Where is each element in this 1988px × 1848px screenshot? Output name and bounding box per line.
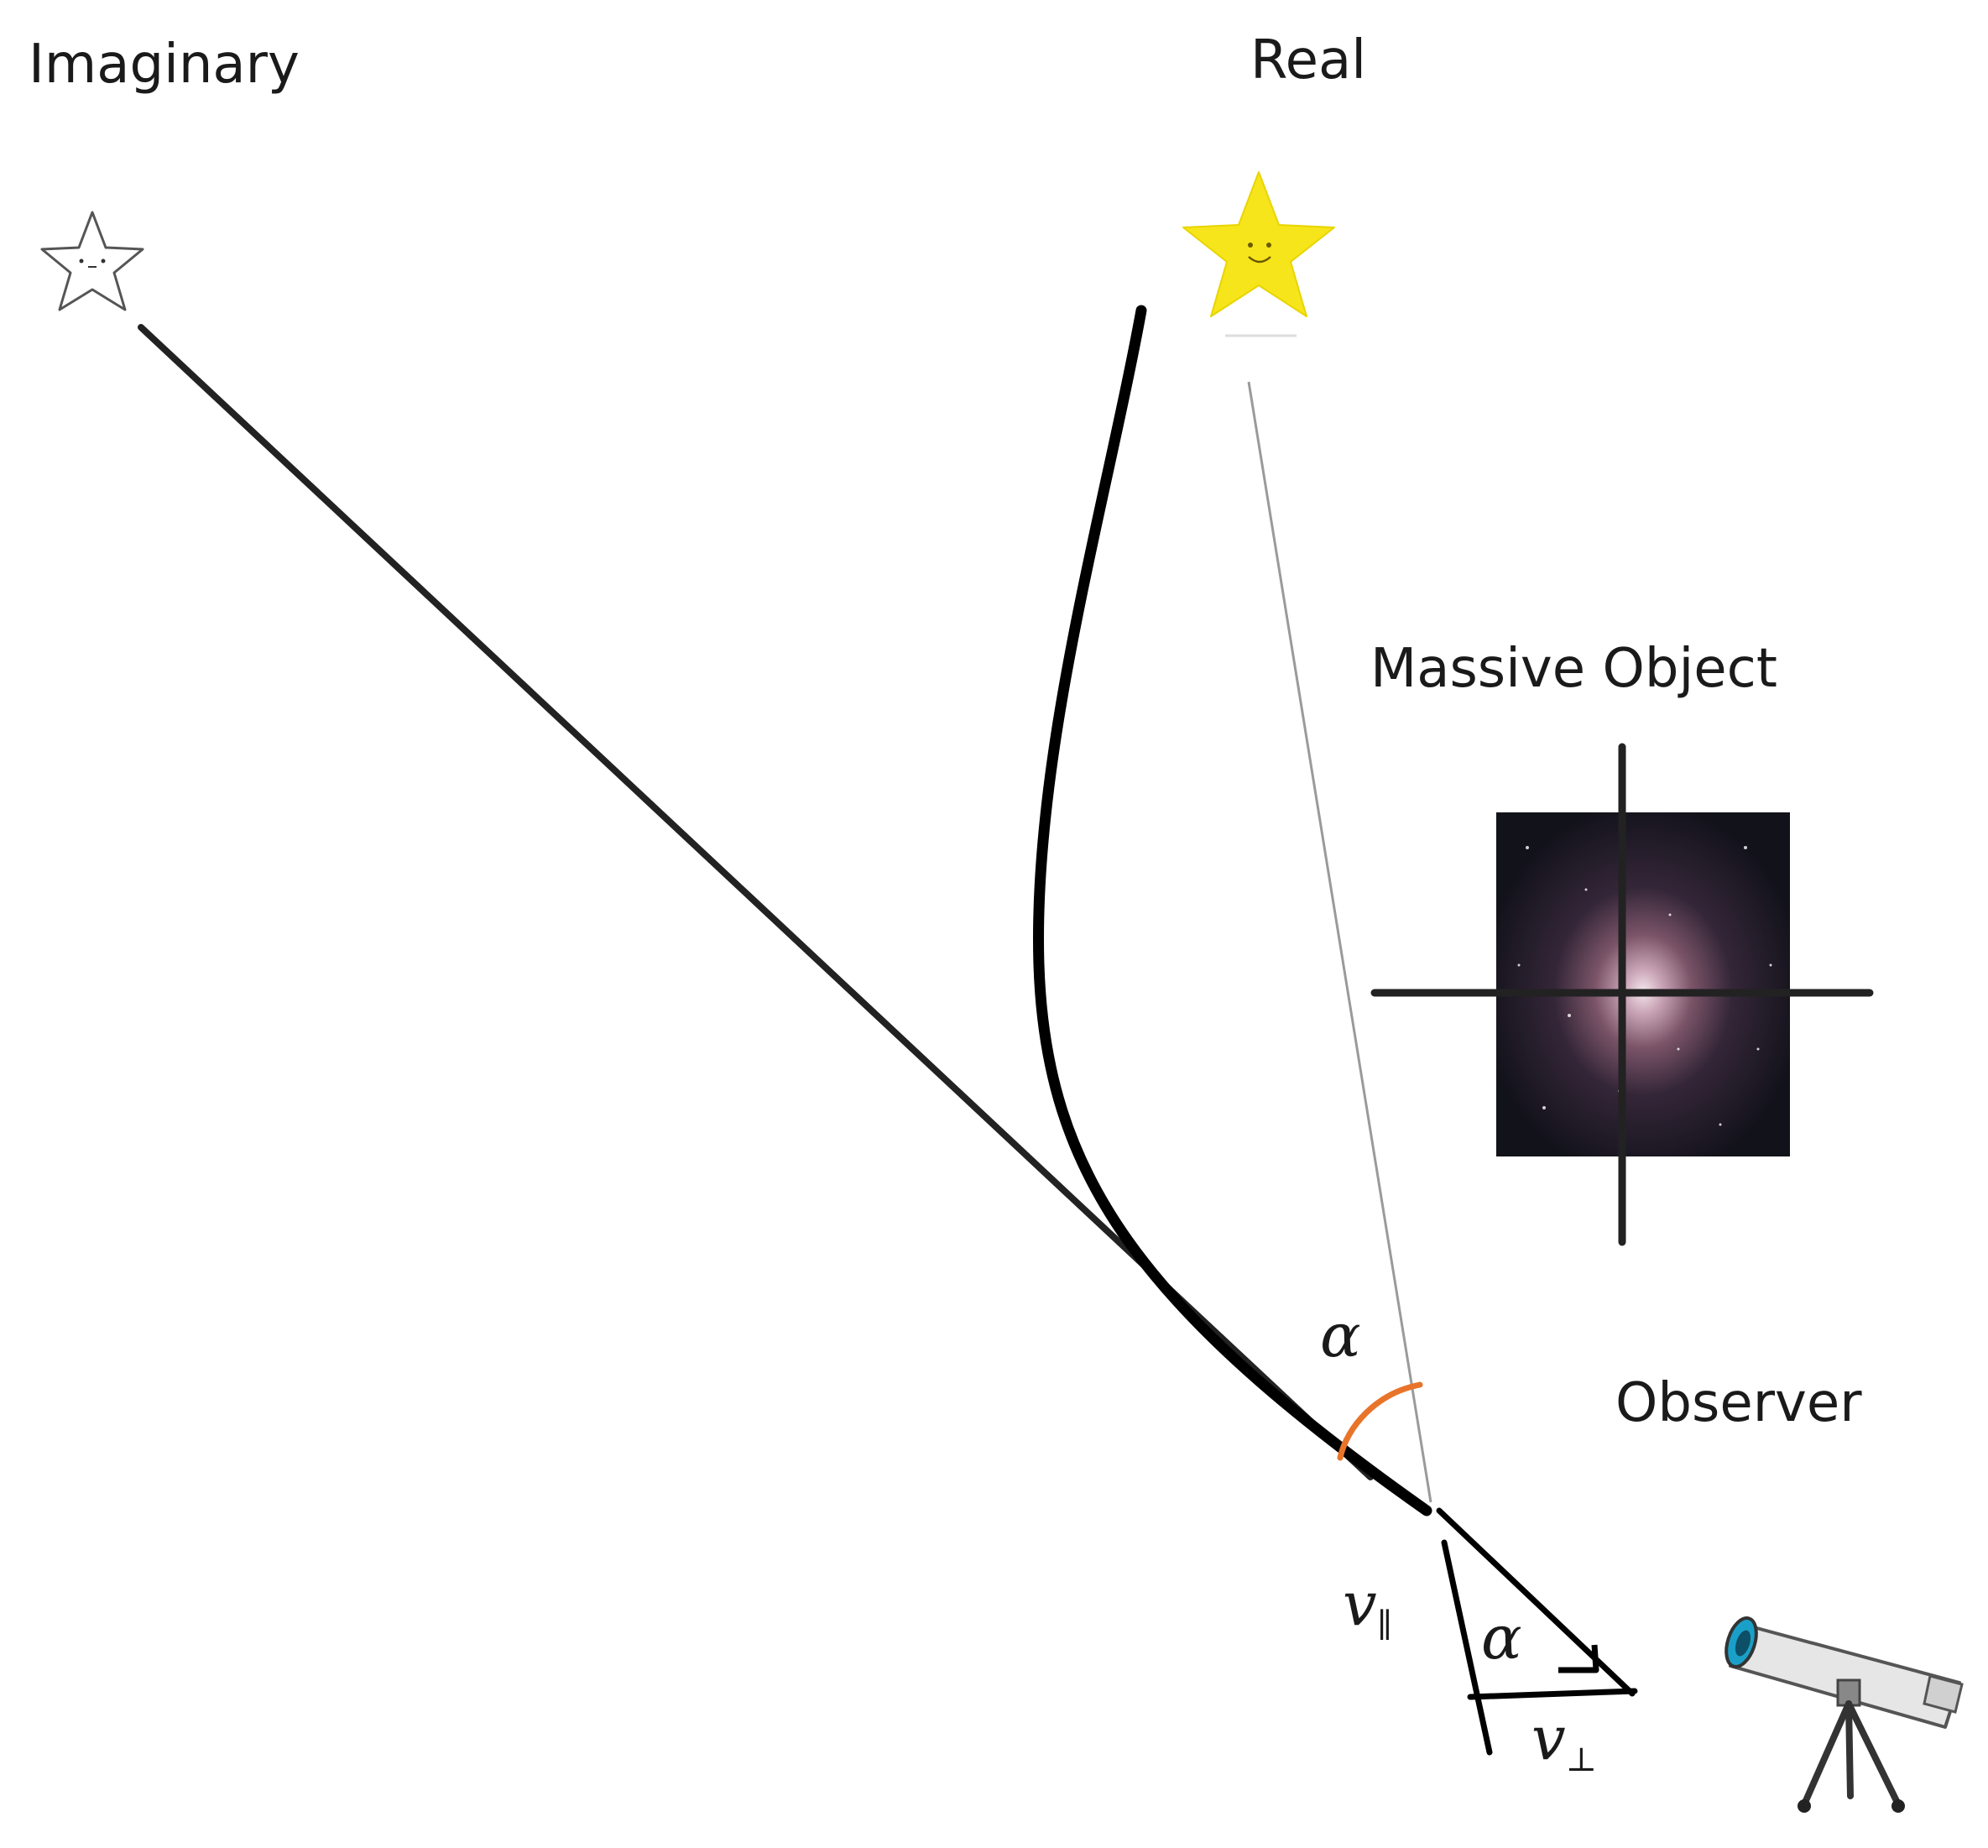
alpha-angle-arc — [1337, 1381, 1423, 1461]
massive-object-label: Massive Object — [1370, 638, 1777, 700]
v-parallel-letter: v — [1343, 1569, 1377, 1639]
real-label: Real — [1250, 29, 1366, 91]
v-perp-letter: v — [1531, 1703, 1566, 1773]
perp-subscript: ⊥ — [1565, 1740, 1597, 1779]
alpha-label-top: α — [1320, 1300, 1361, 1370]
observer-label: Observer — [1615, 1372, 1862, 1434]
parallel-subscript: ∥ — [1376, 1605, 1392, 1645]
real-star-icon — [1182, 171, 1335, 337]
massive-object — [1370, 743, 1874, 1246]
bent-light-path — [1033, 305, 1432, 1517]
velocity-decomposition — [1436, 1507, 1638, 1756]
galaxy-image — [1496, 812, 1790, 1156]
v-parallel-label: v∥ — [1343, 1574, 1392, 1642]
telescope-icon — [1724, 1616, 1964, 1813]
imaginary-label: Imaginary — [29, 34, 300, 96]
imaginary-star-icon — [40, 211, 144, 311]
true-line-of-sight — [1247, 381, 1432, 1503]
v-perp-label: v⊥ — [1531, 1708, 1597, 1777]
alpha-label-bottom: α — [1481, 1602, 1522, 1673]
